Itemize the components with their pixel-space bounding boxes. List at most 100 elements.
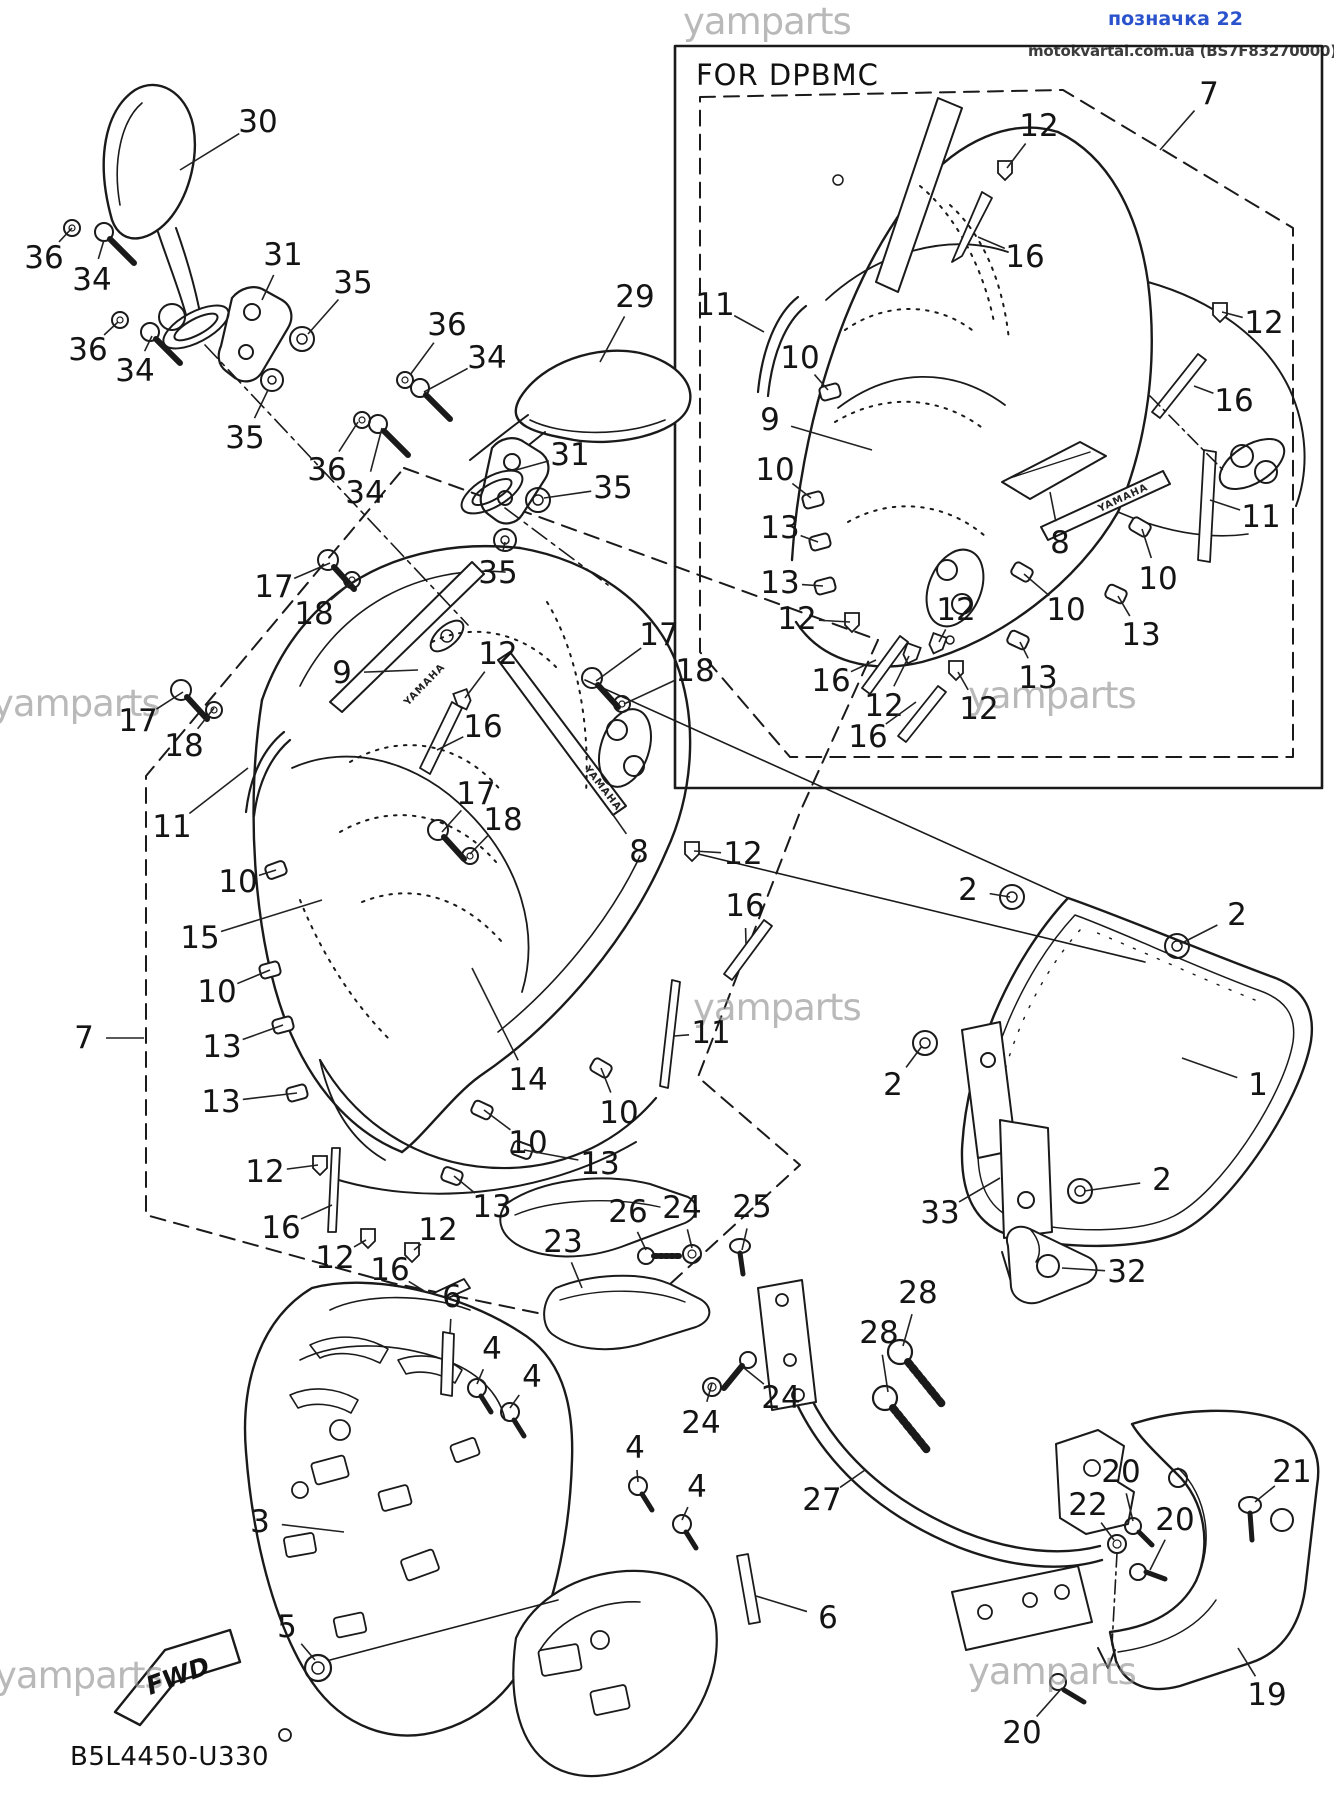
part-outline [291,755,530,993]
watermark: yamparts [968,674,1136,717]
part-label-3: 3 [250,1504,270,1540]
fastener-circle [296,333,308,345]
leader-line [790,425,873,451]
part-label-10: 10 [599,1095,638,1131]
fastener-circle [832,174,844,186]
part-outline [790,126,1060,562]
part-ellipse [460,469,524,515]
fastener-circle [637,1247,655,1265]
part-outline [847,505,986,537]
leader-line [989,892,1011,898]
part-label-31: 31 [550,437,589,473]
fastener-circle [532,494,544,506]
leader-line [363,669,419,673]
part-label-12: 12 [418,1212,457,1248]
leader-line [338,421,359,452]
part-ellipse [1238,1496,1262,1514]
part-label-16: 16 [811,663,850,699]
part-label-21: 21 [1272,1454,1311,1490]
watermark-top: yamparts [683,0,852,43]
fastener-circle [205,701,223,719]
fastener-circle [343,571,361,589]
leader-line [595,647,642,682]
part-label-28: 28 [898,1275,937,1311]
leader-line [1141,528,1153,559]
leader-line [543,490,592,499]
part-label-18: 18 [483,802,522,838]
part-label-2: 2 [1152,1162,1172,1198]
part-outline [497,855,641,1033]
part-label-16: 16 [370,1252,409,1288]
leader-line [441,809,462,833]
leader-line [681,1506,689,1521]
fastener-circle [1022,1592,1038,1608]
part-label-13: 13 [202,1029,241,1065]
part-label-6: 6 [442,1279,462,1315]
fastener-circle [116,316,124,324]
part-label-10: 10 [197,974,236,1010]
part-outline [1040,470,1171,541]
part-outline [825,243,1009,301]
part-label-34: 34 [115,353,154,389]
leader-line [902,1313,913,1347]
part-line [511,1417,527,1439]
leader-line [1100,1522,1115,1541]
fastener-circle [311,1661,325,1675]
part-line [721,1363,745,1391]
fastener-circle [590,1630,610,1650]
leader-line [1006,143,1027,169]
leader-line [453,1175,476,1194]
part-outline [479,437,550,525]
fastener-circle [260,368,284,392]
part-label-16: 16 [1005,239,1044,275]
part-outline [756,295,800,394]
part-outline [1009,451,1091,479]
fastener-circle [303,1653,333,1683]
watermark: yamparts [693,986,861,1029]
part-outline [546,601,588,793]
fastener-circle [871,1384,899,1412]
inset-title: FOR DPBMC [696,58,879,92]
leader-line [893,655,910,687]
fastener-circle [1254,460,1278,484]
part-label-1: 1 [1248,1067,1268,1103]
part-label-13: 13 [1121,617,1160,653]
fastener-circle [493,528,517,552]
leader-line [1254,1485,1276,1503]
clip-nut [1006,629,1030,651]
part-label-14: 14 [508,1062,547,1098]
fastener-circle [1017,1191,1035,1209]
leader-line [330,581,353,601]
part-label-12: 12 [1019,108,1058,144]
part-outline [397,1355,463,1384]
fastener-circle [999,884,1025,910]
leader-line [636,1469,639,1483]
leader-line [755,1595,808,1613]
part-label-19: 19 [1247,1677,1286,1713]
leader-line [839,1469,866,1489]
leader-line [801,583,824,587]
leader-line [905,1045,923,1068]
part-outline [145,467,879,1331]
part-label-6: 6 [818,1600,838,1636]
part-outline [244,730,286,814]
leader-line [369,427,383,472]
part-label-16: 16 [261,1210,300,1246]
leader-line [1221,311,1243,319]
fastener-circle [427,819,449,841]
part-outline [1029,1228,1041,1263]
part-outline [834,400,986,431]
part-outline [1147,281,1306,507]
part-label-9: 9 [760,402,780,438]
leader-line [464,671,486,699]
part-label-28: 28 [859,1315,898,1351]
leader-line [97,239,105,260]
part-outline [329,561,485,713]
part-outline [440,1331,455,1397]
leader-line [1179,924,1218,945]
leader-line [1036,1687,1063,1718]
part-label-22: 22 [1068,1487,1107,1523]
part-outline [469,414,529,461]
leader-line [1149,1539,1166,1571]
leader-line [436,736,464,751]
